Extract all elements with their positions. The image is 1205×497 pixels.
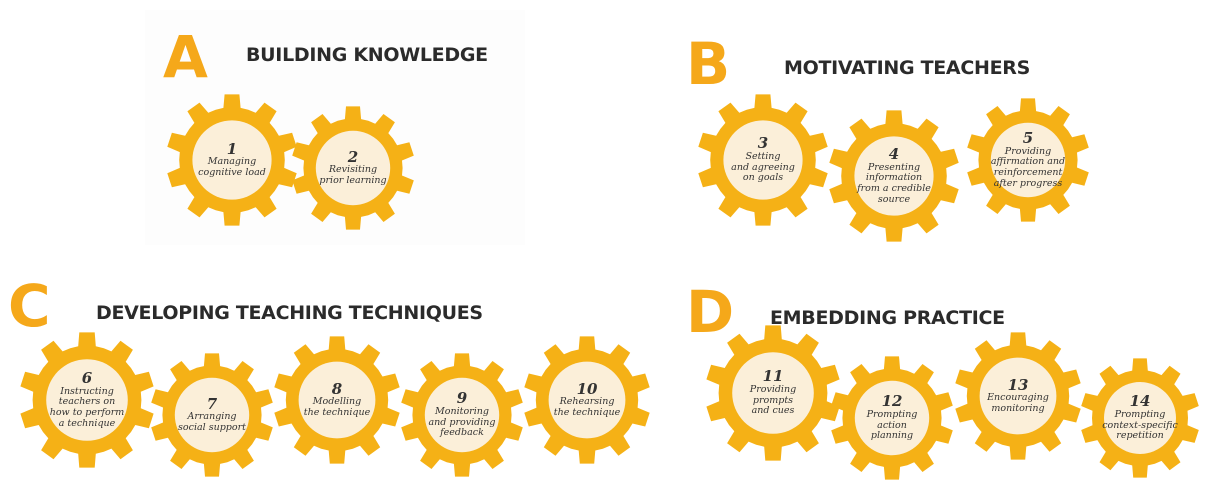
gear-number: 14 <box>1129 392 1151 411</box>
gear-label: Encouraging monitoring <box>987 392 1049 414</box>
gear-number: 12 <box>881 392 903 411</box>
gear-10-icon <box>524 336 650 464</box>
gear-number: 5 <box>1022 128 1034 147</box>
gear-hub <box>174 377 250 453</box>
gear-number: 13 <box>1007 375 1029 394</box>
section-b-letter: B <box>686 30 731 98</box>
gear-hub <box>192 120 272 200</box>
gear-label: Arranging social support <box>178 411 246 433</box>
gear-hub <box>1104 382 1176 454</box>
gear-2-icon <box>292 106 414 230</box>
gear-label: Modelling the technique <box>303 396 371 418</box>
section-c-title: DEVELOPING TEACHING TECHNIQUES <box>96 302 483 324</box>
gear-1-icon <box>167 94 297 226</box>
gear-hub <box>990 122 1066 198</box>
gear-14-icon <box>1081 358 1199 478</box>
gear-6-icon <box>20 332 154 468</box>
gear-number: 4 <box>888 144 900 163</box>
gear-11-icon <box>706 325 840 461</box>
section-d-title: EMBEDDING PRACTICE <box>770 307 1005 329</box>
gear-label: Revisiting prior learning <box>319 164 387 186</box>
gear-hub <box>732 352 814 434</box>
gear-3-icon <box>698 94 828 226</box>
gear-label: Setting and agreeing on goals <box>731 150 795 184</box>
gear-9-icon <box>401 353 523 477</box>
gear-label: Providing affirmation and reinforcement … <box>990 145 1066 189</box>
section-a-title: BUILDING KNOWLEDGE <box>246 44 488 66</box>
gear-hub <box>979 357 1057 435</box>
gear-hub <box>315 130 391 206</box>
gear-number: 9 <box>456 389 468 408</box>
gear-hub <box>723 120 803 200</box>
gear-label: Instructing teachers on how to perform a… <box>49 385 125 429</box>
gear-5-icon <box>967 98 1089 222</box>
gear-hub <box>854 380 930 456</box>
gear-number: 11 <box>762 367 784 386</box>
section-b-title: MOTIVATING TEACHERS <box>784 57 1030 79</box>
gear-label: Presenting information from a credible s… <box>857 161 931 205</box>
gear-12-icon <box>831 356 953 480</box>
gear-label: Managing cognitive load <box>198 156 266 178</box>
gear-hub <box>298 361 376 439</box>
gear-label: Prompting action planning <box>866 408 918 442</box>
gear-13-icon <box>955 332 1081 460</box>
gear-number: 7 <box>206 394 218 413</box>
gear-hub <box>46 359 128 441</box>
gear-label: Rehearsing the technique <box>553 396 621 418</box>
gear-number: 2 <box>347 147 359 166</box>
section-a-letter: A <box>163 23 208 91</box>
gear-number: 3 <box>757 134 769 153</box>
gear-number: 1 <box>226 139 238 158</box>
gear-number: 10 <box>576 379 598 398</box>
gear-number: 6 <box>81 368 93 387</box>
gear-label: Prompting context-specific repetition <box>1102 408 1178 442</box>
gear-number: 8 <box>331 379 343 398</box>
gear-7-icon <box>151 353 273 477</box>
gear-hub <box>548 361 626 439</box>
gear-4-icon <box>829 110 959 242</box>
gear-8-icon <box>274 336 400 464</box>
section-d-letter: D <box>686 278 735 346</box>
gear-label: Monitoring and providing feedback <box>428 405 496 439</box>
gear-label: Providing prompts and cues <box>749 383 797 417</box>
gear-hub <box>854 136 934 216</box>
section-c-letter: C <box>8 272 51 340</box>
gear-hub <box>424 377 500 453</box>
